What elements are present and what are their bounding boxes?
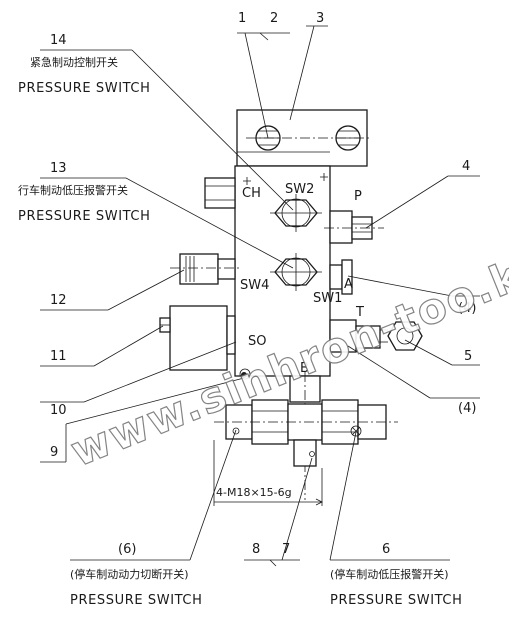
callout-5: 5 (464, 349, 472, 364)
leader-lines (40, 25, 480, 567)
port-sw1: SW1 (313, 291, 342, 306)
port-p: P (354, 189, 362, 204)
port-t: T (355, 305, 364, 320)
thread-spec: 4-M18×15-6g (216, 486, 292, 499)
port-b: B (300, 361, 309, 376)
switch-6p-cn: (停车制动动力切断开关) (70, 567, 189, 581)
callout-1: 1 (238, 11, 246, 26)
p-port-fitting (324, 210, 384, 244)
callout-7: 7 (282, 542, 290, 557)
port-a: A (344, 277, 353, 292)
switch-14-cn: 紧急制动控制开关 (30, 55, 118, 69)
callout-4b: (4) (458, 401, 476, 416)
plus-marks (243, 173, 328, 185)
ch-port-fitting (204, 177, 236, 209)
callout-12: 12 (50, 293, 67, 308)
callout-13: 13 (50, 161, 67, 176)
t-port-fitting (329, 319, 423, 353)
switch-6-en: PRESSURE SWITCH (330, 593, 462, 608)
callout-labels: 1 2 3 14 13 4 (4) 5 (4) 12 11 10 9 8 7 (… (50, 11, 476, 557)
callout-2: 2 (270, 11, 278, 26)
callout-11: 11 (50, 349, 67, 364)
port-labels: CH SW2 SW4 SW1 SO P A T B (240, 182, 364, 376)
switch-6p-en: PRESSURE SWITCH (70, 593, 202, 608)
switch-13-en: PRESSURE SWITCH (18, 209, 150, 224)
switch-13-cn: 行车制动低压报警开关 (18, 183, 128, 197)
bottom-cross-manifold (214, 399, 398, 467)
callout-9: 9 (50, 445, 58, 460)
so-solenoid (159, 305, 236, 371)
switch-6-cn: (停车制动低压报警开关) (330, 567, 449, 581)
callout-4a: (4) (458, 301, 476, 316)
callout-3: 3 (316, 11, 324, 26)
callout-8: 8 (252, 542, 260, 557)
callout-14: 14 (50, 33, 67, 48)
callout-6-paren: (6) (118, 542, 136, 557)
callout-6: 6 (382, 542, 390, 557)
port-so: SO (248, 334, 266, 349)
callout-10: 10 (50, 403, 67, 418)
sw2-pressure-switch (270, 194, 322, 232)
left-pressure-switch-12 (170, 253, 240, 285)
switch-descriptions: 紧急制动控制开关 PRESSURE SWITCH 行车制动低压报警开关 PRES… (18, 55, 462, 608)
port-sw2: SW2 (285, 182, 314, 197)
switch-14-en: PRESSURE SWITCH (18, 81, 150, 96)
callout-4: 4 (462, 159, 470, 174)
a-port-fitting (329, 259, 353, 295)
port-sw4: SW4 (240, 278, 269, 293)
port-ch: CH (242, 186, 261, 201)
thread-dimension (213, 440, 323, 506)
sw4-pressure-switch (270, 253, 322, 291)
